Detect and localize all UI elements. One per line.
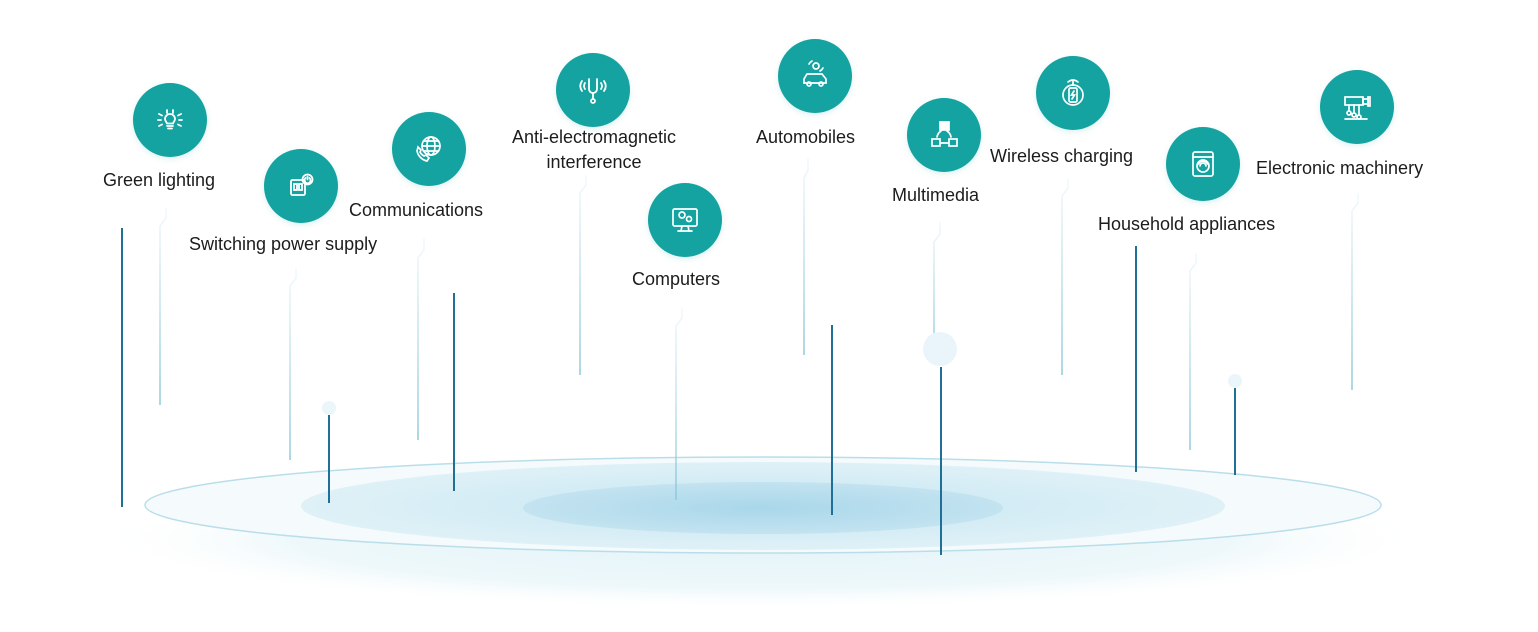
multimedia-label: Multimedia	[892, 185, 980, 205]
automobiles-label: Automobiles	[756, 127, 856, 147]
household-appliances-label: Household appliances	[1098, 214, 1276, 234]
lightbulb-icon	[157, 109, 183, 130]
washing-machine-icon	[1192, 151, 1214, 177]
car-icon	[803, 60, 827, 87]
power-socket-icon	[290, 173, 314, 196]
communications-label: Communications	[349, 200, 484, 220]
computers-label: Computers	[632, 269, 721, 289]
electronic-machinery-label: Electronic machinery	[1256, 158, 1424, 178]
media-network-icon	[931, 121, 958, 147]
multimedia-node	[907, 98, 981, 172]
wireless-charging-icon	[1062, 79, 1084, 106]
automobiles-node	[778, 39, 852, 113]
household-appliances-node	[1166, 127, 1240, 201]
wireless-charging-label: Wireless charging	[990, 146, 1134, 166]
computer-monitor-icon	[672, 208, 698, 232]
wireless-charging-node	[1036, 56, 1110, 130]
globe-phone-icon	[416, 136, 441, 162]
anti-emi-label: Anti-electromagnetic interference	[511, 127, 677, 172]
anti-emi-node	[556, 53, 630, 127]
machinery-icon	[1344, 96, 1371, 120]
switching-power-supply-label: Switching power supply	[189, 234, 378, 254]
electronic-machinery-node	[1320, 70, 1394, 144]
computers-node	[648, 183, 722, 257]
communications-node	[392, 112, 466, 186]
green-lighting-label: Green lighting	[103, 170, 216, 190]
green-lighting-node	[133, 83, 207, 157]
tuning-fork-icon	[579, 78, 607, 104]
switching-power-supply-node	[264, 149, 338, 223]
